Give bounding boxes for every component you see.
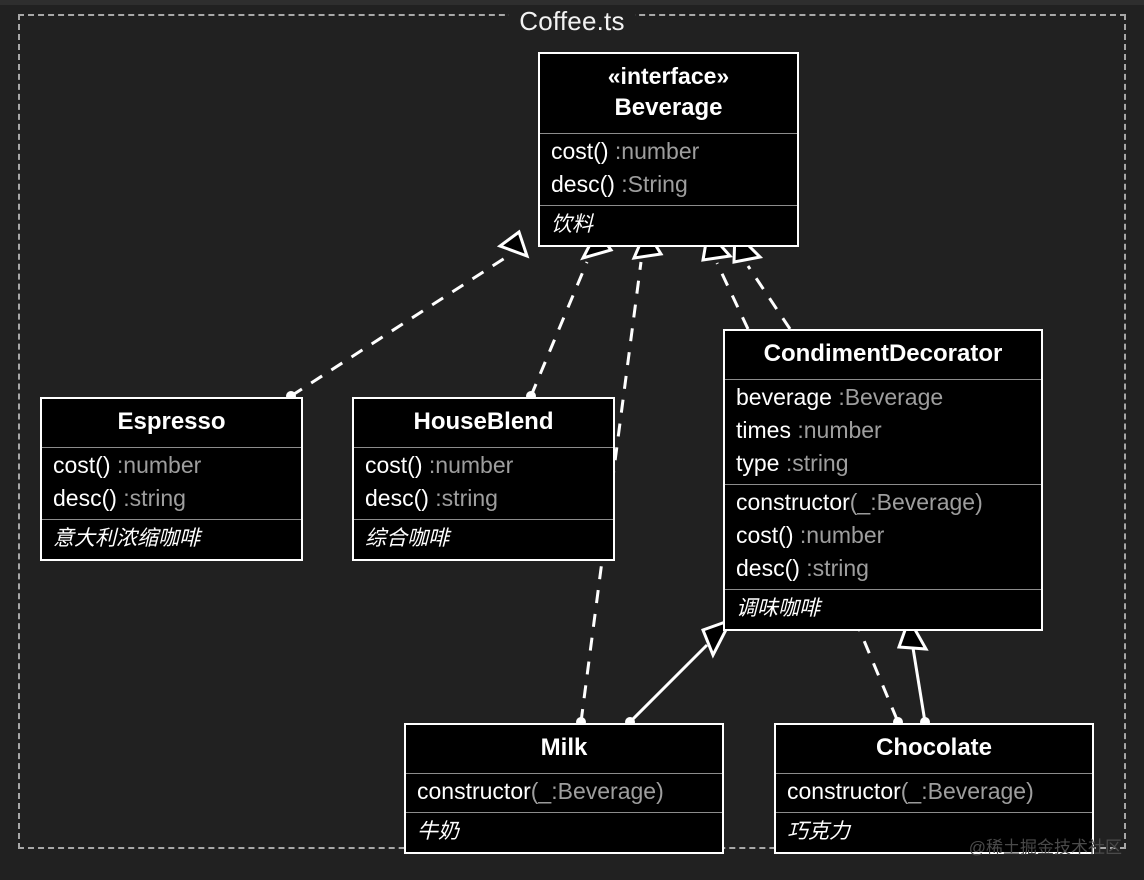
operation-type: :number: [428, 452, 514, 478]
attribute-name: times: [736, 417, 791, 443]
operation-row: desc() :String: [540, 168, 797, 201]
attribute-type: :string: [785, 450, 849, 476]
operation-row: cost() :number: [42, 449, 301, 482]
operation-name: desc(): [551, 171, 615, 197]
class-header-chocolate: Chocolate: [776, 725, 1092, 774]
class-header-condimentdecorator: CondimentDecorator: [725, 331, 1041, 380]
operation-name: desc(): [365, 485, 429, 511]
class-note-text: 意大利浓缩咖啡: [53, 527, 200, 550]
class-operations-beverage: cost() :number desc() :String: [540, 134, 797, 206]
class-header-beverage: «interface» Beverage: [540, 54, 797, 134]
class-title-beverage: «interface» Beverage: [540, 54, 797, 133]
attribute-type: :Beverage: [838, 384, 944, 410]
class-name-chocolate: Chocolate: [875, 734, 992, 761]
class-name-houseblend: HouseBlend: [413, 408, 554, 435]
watermark-label: @稀土掘金技术社区: [968, 838, 1122, 857]
attribute-row: type :string: [725, 447, 1041, 480]
edge-condimentdecorator-stub: [853, 618, 903, 727]
operation-type: :String: [621, 171, 688, 197]
class-note-milk: 牛奶: [406, 813, 722, 852]
class-title-milk: Milk: [406, 725, 722, 773]
class-header-espresso: Espresso: [42, 399, 301, 448]
class-attributes-condimentdecorator: beverage :Beverage times :number type :s…: [725, 380, 1041, 485]
operation-row: constructor(_:Beverage): [776, 775, 1092, 808]
class-name-condimentdecorator: CondimentDecorator: [763, 340, 1003, 367]
class-name-milk: Milk: [540, 734, 588, 761]
operation-row: constructor(_:Beverage): [406, 775, 722, 808]
class-stereotype-beverage: «interface»: [607, 63, 730, 89]
class-note-text: 调味咖啡: [736, 597, 820, 620]
operation-params: (_:Beverage): [900, 778, 1034, 804]
class-note-houseblend: 综合咖啡: [354, 520, 613, 559]
class-name-espresso: Espresso: [117, 408, 226, 435]
class-name-beverage: Beverage: [614, 94, 723, 121]
class-title-chocolate: Chocolate: [776, 725, 1092, 773]
operation-row: cost() :number: [354, 449, 613, 482]
operation-type: :string: [435, 485, 498, 511]
attribute-name: beverage: [736, 384, 832, 410]
class-title-espresso: Espresso: [42, 399, 301, 447]
operation-row: cost() :number: [540, 135, 797, 168]
operation-row: desc() :string: [354, 482, 613, 515]
class-operations-condimentdecorator: constructor(_:Beverage) cost() :number d…: [725, 485, 1041, 590]
operation-params: (_:Beverage): [530, 778, 664, 804]
operation-row: cost() :number: [725, 519, 1041, 552]
operation-name: cost(): [736, 522, 794, 548]
class-note-text: 巧克力: [787, 820, 850, 843]
class-header-milk: Milk: [406, 725, 722, 774]
class-operations-milk: constructor(_:Beverage): [406, 774, 722, 813]
class-operations-chocolate: constructor(_:Beverage): [776, 774, 1092, 813]
edge-chocolate-to-condimentdecorator: [896, 615, 930, 727]
edge-houseblend-to-beverage: [526, 228, 614, 401]
operation-params: (_:Beverage): [849, 489, 983, 515]
operation-name: constructor: [787, 778, 901, 804]
class-operations-espresso: cost() :number desc() :string: [42, 448, 301, 520]
edge-milk-to-condimentdecorator: [625, 617, 735, 727]
operation-name: constructor: [417, 778, 531, 804]
operation-type: :number: [799, 522, 885, 548]
attribute-name: type: [736, 450, 780, 476]
package-title-label: Coffee.ts: [509, 6, 635, 36]
operation-name: constructor: [736, 489, 850, 515]
class-title-condimentdecorator: CondimentDecorator: [725, 331, 1041, 379]
operation-row: desc() :string: [42, 482, 301, 515]
attribute-row: beverage :Beverage: [725, 381, 1041, 414]
operation-name: cost(): [365, 452, 423, 478]
class-note-text: 饮料: [551, 213, 593, 236]
operation-row: constructor(_:Beverage): [725, 486, 1041, 519]
operation-name: cost(): [551, 138, 609, 164]
class-box-chocolate[interactable]: Chocolate constructor(_:Beverage) 巧克力: [774, 723, 1094, 854]
class-header-houseblend: HouseBlend: [354, 399, 613, 448]
attribute-type: :number: [797, 417, 882, 443]
package-title: Coffee.ts: [0, 6, 1144, 36]
class-box-espresso[interactable]: Espresso cost() :number desc() :string 意…: [40, 397, 303, 561]
class-box-houseblend[interactable]: HouseBlend cost() :number desc() :string…: [352, 397, 615, 561]
window-top-strip: [0, 0, 1144, 5]
operation-name: cost(): [53, 452, 111, 478]
class-note-beverage: 饮料: [540, 206, 797, 245]
class-note-espresso: 意大利浓缩咖啡: [42, 520, 301, 559]
class-box-milk[interactable]: Milk constructor(_:Beverage) 牛奶: [404, 723, 724, 854]
class-note-chocolate: 巧克力: [776, 813, 1092, 852]
edge-espresso-to-beverage: [286, 229, 530, 401]
operation-type: :string: [123, 485, 186, 511]
operation-type: :number: [614, 138, 700, 164]
class-box-beverage[interactable]: «interface» Beverage cost() :number desc…: [538, 52, 799, 247]
operation-row: desc() :string: [725, 552, 1041, 585]
class-note-condimentdecorator: 调味咖啡: [725, 590, 1041, 629]
attribute-row: times :number: [725, 414, 1041, 447]
class-operations-houseblend: cost() :number desc() :string: [354, 448, 613, 520]
class-note-text: 牛奶: [417, 820, 459, 843]
operation-name: desc(): [736, 555, 800, 581]
operation-type: :string: [806, 555, 869, 581]
operation-name: desc(): [53, 485, 117, 511]
class-title-houseblend: HouseBlend: [354, 399, 613, 447]
operation-type: :number: [116, 452, 202, 478]
class-box-condimentdecorator[interactable]: CondimentDecorator beverage :Beverage ti…: [723, 329, 1043, 631]
class-note-text: 综合咖啡: [365, 527, 449, 550]
